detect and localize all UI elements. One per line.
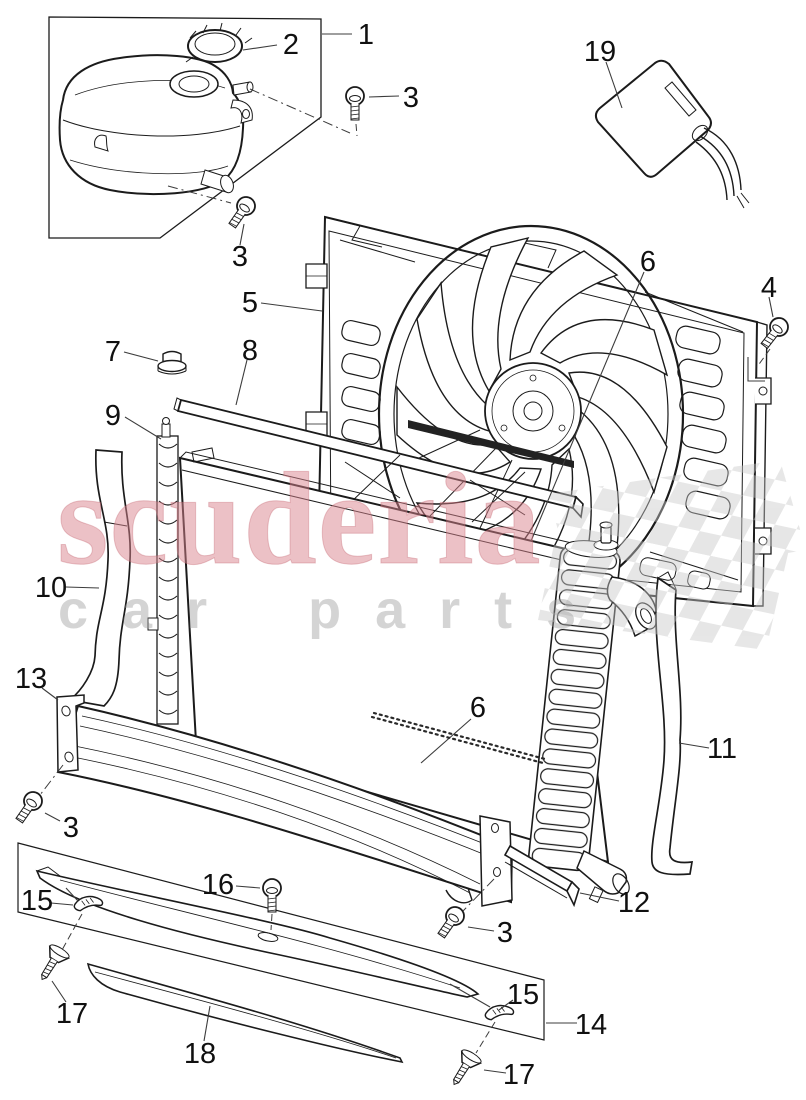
lower-mount-bar-drawing	[503, 844, 580, 908]
part-callout-15: 15	[507, 979, 539, 1011]
bracket-left-drawing	[68, 449, 132, 707]
part-callout-3: 3	[232, 241, 248, 273]
control-module-drawing	[594, 59, 750, 209]
part-callout-15: 15	[21, 885, 53, 917]
part-callout-3: 3	[403, 82, 419, 114]
part-callout-16: 16	[202, 869, 234, 901]
expansion-tank-group	[48, 16, 322, 239]
part-callout-18: 18	[184, 1038, 216, 1070]
part-callout-10: 10	[35, 572, 67, 604]
part-callout-2: 2	[283, 29, 299, 61]
side-seal-left-drawing	[147, 417, 179, 725]
part-callout-6: 6	[640, 246, 656, 278]
seal-strip-lower-dotted	[372, 711, 547, 761]
watermark-subtitle-text: car parts	[58, 580, 610, 640]
lower-trim-group	[17, 842, 545, 1064]
part-callout-17: 17	[56, 998, 88, 1030]
part-callout-3: 3	[497, 917, 513, 949]
part-callout-19: 19	[584, 36, 616, 68]
fasteners	[10, 86, 793, 1092]
watermark-brand-text: scuderia	[57, 445, 542, 592]
part-callout-4: 4	[761, 272, 777, 304]
checkered-flag-icon	[538, 460, 806, 650]
part-callout-13: 13	[15, 663, 47, 695]
crossmember-drawing	[56, 694, 514, 907]
part-callout-1: 1	[358, 19, 374, 51]
watermark: scuderia car parts	[57, 445, 806, 650]
part-callout-3: 3	[63, 812, 79, 844]
leader-lines	[39, 33, 774, 1074]
bracket-right-drawing	[650, 576, 694, 876]
part-callout-8: 8	[242, 335, 258, 367]
part-callout-12: 12	[618, 887, 650, 919]
seal-strip-upper	[408, 420, 574, 468]
part-callout-6: 6	[470, 692, 486, 724]
part-callout-7: 7	[105, 336, 121, 368]
part-callout-9: 9	[105, 400, 121, 432]
part-callout-17: 17	[503, 1059, 535, 1091]
part-callout-14: 14	[575, 1009, 607, 1041]
part-callout-11: 11	[707, 733, 737, 765]
part-callout-5: 5	[242, 287, 258, 319]
